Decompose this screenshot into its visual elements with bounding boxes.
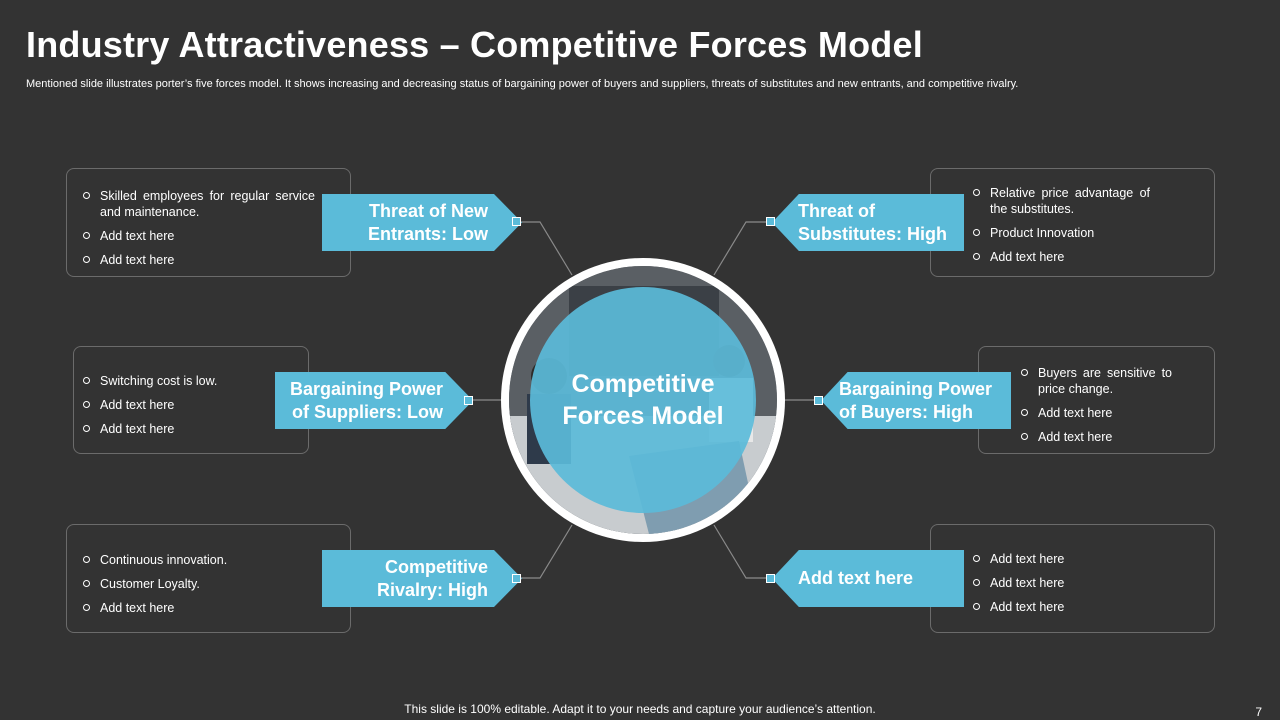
bullet-item: Add text here: [1018, 405, 1172, 421]
page-number: 7: [1255, 705, 1262, 719]
extra-tag: Add text here: [772, 550, 964, 607]
bullet-item: Customer Loyalty.: [80, 576, 230, 592]
bullet-item: Add text here: [970, 599, 1120, 615]
bullet-item: Continuous innovation.: [80, 552, 230, 568]
bullet-item: Switching cost is low.: [80, 373, 280, 389]
bullet-item: Skilled employees for regular service an…: [80, 188, 315, 220]
connector-substitutes: [713, 221, 770, 276]
suppliers-label: Bargaining Power of Suppliers: Low: [289, 378, 443, 422]
new-entrants-bullets: Skilled employees for regular service an…: [80, 188, 315, 276]
slide-footer: This slide is 100% editable. Adapt it to…: [404, 702, 876, 716]
rivalry-tag: Competitive Rivalry: High: [322, 550, 522, 607]
bullet-item: Add text here: [970, 551, 1120, 567]
buyers-bullets: Buyers are sensitive to price change. Ad…: [1018, 365, 1172, 453]
bullet-item: Product Innovation: [970, 225, 1150, 241]
substitutes-tag: Threat of Substitutes: High: [772, 194, 964, 251]
bullet-item: Add text here: [80, 252, 315, 268]
connector-node: [766, 574, 775, 583]
buyers-tag: Bargaining Power of Buyers: High: [821, 372, 1011, 429]
buyers-label: Bargaining Power of Buyers: High: [839, 378, 993, 422]
connector-new-entrants: [517, 221, 573, 276]
rivalry-bullets: Continuous innovation. Customer Loyalty.…: [80, 552, 230, 624]
suppliers-bullets: Switching cost is low. Add text here Add…: [80, 373, 280, 445]
center-label: Competitive Forces Model: [562, 370, 724, 430]
connector-rivalry: [517, 524, 573, 579]
bullet-item: Relative price advantage of the substitu…: [970, 185, 1150, 217]
bullet-item: Add text here: [970, 575, 1120, 591]
new-entrants-tag: Threat of New Entrants: Low: [322, 194, 522, 251]
bullet-item: Add text here: [970, 249, 1150, 265]
connector-node: [512, 217, 521, 226]
connector-node: [766, 217, 775, 226]
slide-title: Industry Attractiveness – Competitive Fo…: [26, 24, 923, 65]
substitutes-bullets: Relative price advantage of the substitu…: [970, 185, 1150, 273]
bullet-item: Add text here: [80, 228, 315, 244]
substitutes-label: Threat of Substitutes: High: [798, 200, 947, 244]
bullet-item: Add text here: [80, 397, 280, 413]
bullet-item: Buyers are sensitive to price change.: [1018, 365, 1172, 397]
bullet-item: Add text here: [1018, 429, 1172, 445]
center-highlight: [530, 287, 756, 513]
connector-node: [464, 396, 473, 405]
connector-node: [512, 574, 521, 583]
bullet-item: Add text here: [80, 600, 230, 616]
connector-node: [814, 396, 823, 405]
suppliers-tag: Bargaining Power of Suppliers: Low: [275, 372, 473, 429]
new-entrants-label: Threat of New Entrants: Low: [368, 200, 488, 244]
slide-subtitle: Mentioned slide illustrates porter’s fiv…: [26, 78, 1019, 90]
bullet-item: Add text here: [80, 421, 280, 437]
connector-extra: [713, 524, 770, 579]
extra-label: Add text here: [798, 568, 914, 588]
extra-bullets: Add text here Add text here Add text her…: [970, 551, 1120, 623]
rivalry-label: Competitive Rivalry: High: [376, 556, 488, 600]
